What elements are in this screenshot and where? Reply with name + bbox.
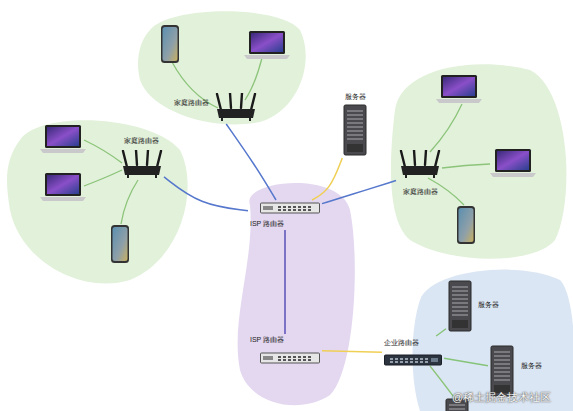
device-wire: [245, 58, 262, 100]
node-label: 服务器: [521, 361, 542, 370]
server-icon: [491, 346, 513, 396]
network-link: [322, 351, 382, 352]
network-link: [322, 181, 396, 204]
isp-router-node: ISP 路由器: [248, 334, 322, 366]
enterprise-router-icon: [385, 355, 442, 365]
network-link: [312, 158, 342, 200]
home-router-node: 家庭路由器: [118, 136, 164, 182]
node-label: 家庭路由器: [98, 136, 184, 145]
enterprise-router-node: 企业路由器: [382, 336, 444, 370]
node-label: ISP 路由器: [250, 335, 284, 344]
phone-icon: [111, 225, 129, 263]
isp-router-icon: [261, 203, 320, 213]
isp-network-area: [238, 183, 355, 405]
server-icon: [344, 105, 366, 155]
isp-router-node: ISP 路由器: [248, 200, 322, 230]
device-wire: [84, 170, 122, 186]
network-link: [436, 329, 446, 336]
network-link: [226, 124, 276, 200]
node-label: 家庭路由器: [376, 187, 464, 196]
home-router-node: 家庭路由器: [172, 92, 258, 124]
region-blobs: [7, 11, 573, 411]
enterprise-network-area: [413, 270, 573, 411]
home-network-area: [391, 64, 567, 258]
phone-icon: [161, 25, 179, 63]
network-link: [164, 177, 248, 211]
isp-router-icon: [261, 353, 320, 363]
router-icon: [123, 150, 161, 178]
laptop-icon: [436, 75, 482, 103]
device-wires: [84, 58, 490, 400]
server-icon: [449, 281, 471, 331]
home-network-area: [7, 120, 188, 283]
home-router-node: 家庭路由器: [396, 148, 444, 198]
laptop-icon: [244, 31, 290, 59]
server-node: 服务器: [488, 343, 550, 399]
phone-icon: [457, 206, 475, 244]
device-icons: [40, 25, 536, 411]
device-wire: [430, 104, 462, 152]
device-wire: [84, 140, 122, 163]
device-wire: [172, 62, 218, 108]
server-node: 服务器: [446, 278, 508, 334]
laptop-icon: [40, 173, 86, 201]
node-label: 服务器: [320, 92, 390, 101]
node-label: 家庭路由器: [174, 98, 209, 107]
laptop-icon: [40, 125, 86, 153]
node-label: 企业路由器: [384, 338, 419, 347]
server-node: 服务器: [340, 92, 370, 158]
network-link: [444, 358, 488, 365]
node-label: 服务器: [478, 300, 499, 309]
watermark: @稀土掘金技术社区: [452, 391, 551, 404]
router-icon: [217, 93, 255, 121]
laptop-icon: [490, 149, 536, 177]
node-label: ISP 路由器: [250, 219, 284, 228]
device-wire: [442, 164, 490, 168]
router-icon: [401, 150, 439, 178]
network-link: [284, 230, 286, 334]
home-network-area: [138, 11, 306, 124]
device-wire: [121, 180, 138, 224]
